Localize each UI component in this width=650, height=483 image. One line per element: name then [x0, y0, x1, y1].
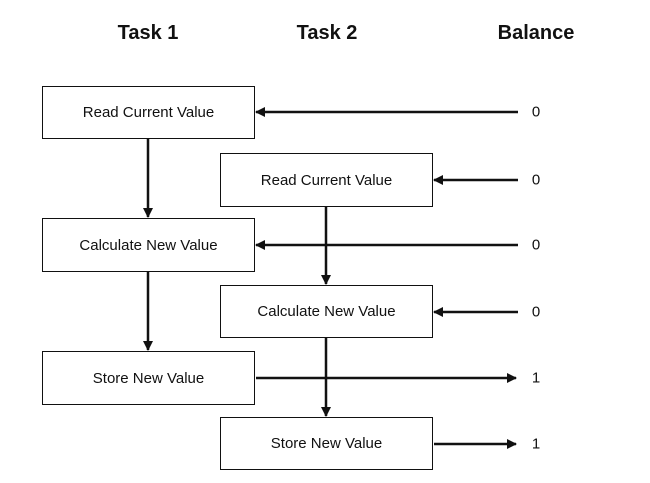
balance-value: 0: [531, 171, 541, 189]
task2-store-box: Store New Value: [220, 417, 433, 470]
balance-value: 1: [531, 435, 541, 453]
balance-value: 0: [531, 236, 541, 254]
task2-store-label: Store New Value: [270, 435, 383, 452]
task1-store-label: Store New Value: [92, 369, 205, 387]
header-task-1: Task 1: [117, 22, 179, 44]
task2-read-box: Read Current Value: [220, 153, 433, 207]
task1-read-box: Read Current Value: [42, 86, 255, 139]
task2-calculate-label: Calculate New Value: [257, 303, 396, 320]
task2-read-label: Read Current Value: [260, 171, 393, 189]
task1-read-label: Read Current Value: [82, 104, 215, 121]
balance-value: 0: [531, 303, 541, 321]
task1-calculate-box: Calculate New Value: [42, 218, 255, 272]
task2-calculate-box: Calculate New Value: [220, 285, 433, 338]
task1-calculate-label: Calculate New Value: [79, 236, 218, 254]
task1-store-box: Store New Value: [42, 351, 255, 405]
balance-value: 1: [531, 369, 541, 387]
balance-value: 0: [531, 103, 541, 121]
header-task-2: Task 2: [296, 22, 358, 44]
header-balance: Balance: [497, 22, 575, 44]
